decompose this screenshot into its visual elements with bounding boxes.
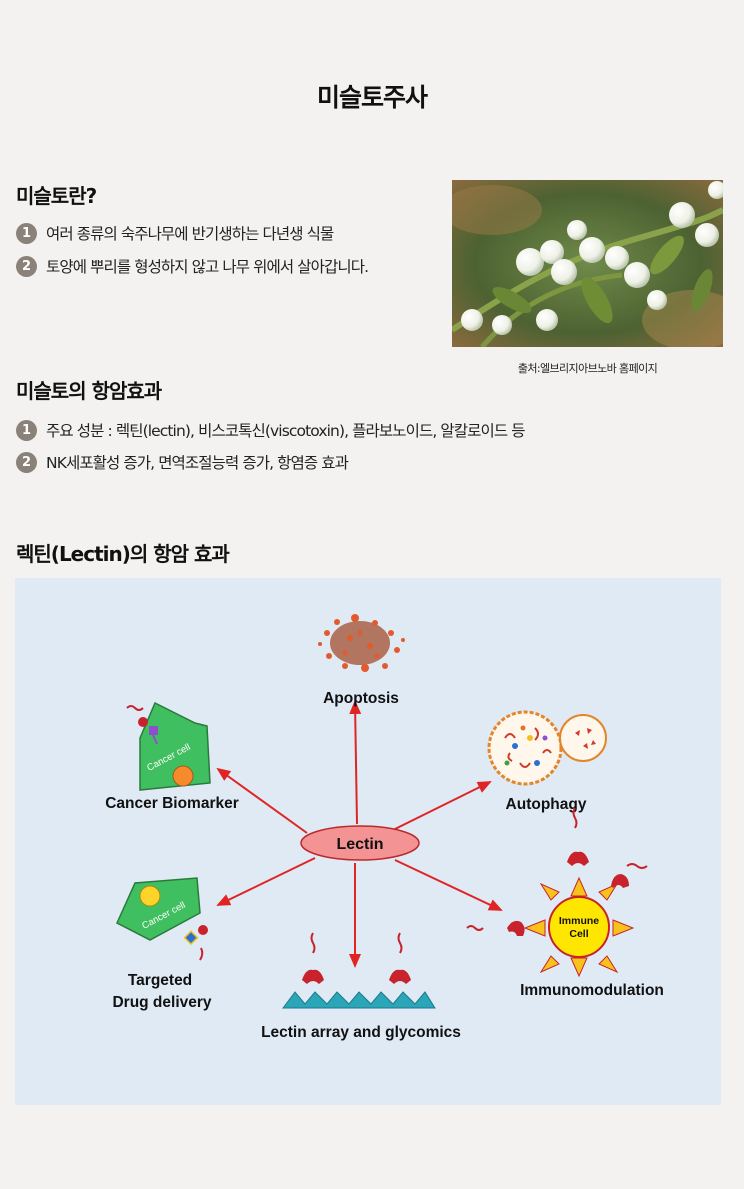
- list-item-text: NK세포활성 증가, 면역조절능력 증가, 항염증 효과: [46, 454, 349, 472]
- section-title-mistletoe: 미슬토란?: [16, 184, 97, 208]
- lectin-array-icon: [282, 932, 436, 1009]
- apoptosis-label: Apoptosis: [323, 690, 399, 707]
- section-title-lectin: 렉틴(Lectin)의 항암 효과: [16, 542, 230, 566]
- immunomodulation-label: Immunomodulation: [520, 982, 664, 999]
- targeted-label-line1: Targeted: [128, 972, 192, 989]
- mistletoe-photo: [452, 180, 723, 347]
- number-badge: 1: [16, 419, 37, 441]
- number-badge: 2: [16, 451, 37, 473]
- immune-cell-label-line2: Cell: [569, 928, 588, 940]
- lectin-center-label: Lectin: [336, 836, 383, 853]
- list-item: 2 토양에 뿌리를 형성하지 않고 나무 위에서 살아갑니다.: [16, 255, 369, 277]
- lectin-diagram: Lectin Apoptosis Cancer cell Cancer B: [15, 578, 721, 1105]
- list-item: 1 여러 종류의 숙주나무에 반기생하는 다년생 식물: [16, 222, 334, 244]
- lectin-center-node: [300, 825, 420, 861]
- section-title-anticancer: 미슬토의 항암효과: [16, 379, 162, 403]
- cancer-biomarker-label: Cancer Biomarker: [105, 795, 239, 812]
- apoptosis-icon: [318, 614, 405, 672]
- cancer-biomarker-icon: Cancer cell: [126, 701, 211, 791]
- number-badge: 2: [16, 255, 37, 277]
- immune-cell-label-line1: Immune: [559, 915, 599, 927]
- autophagy-icon: [487, 710, 607, 786]
- page-title: 미슬토주사: [316, 83, 428, 112]
- list-item: 2 NK세포활성 증가, 면역조절능력 증가, 항염증 효과: [16, 451, 349, 473]
- list-item-text: 주요 성분 : 렉틴(lectin), 비스코톡신(viscotoxin), 플…: [46, 422, 525, 440]
- immune-cell-icon: Immune Cell: [466, 807, 648, 978]
- list-item-text: 토양에 뿌리를 형성하지 않고 나무 위에서 살아갑니다.: [46, 258, 369, 276]
- number-badge: 1: [16, 222, 37, 244]
- photo-caption: 출처:엘브리지아브노바 홈페이지: [517, 362, 658, 375]
- lectin-array-label: Lectin array and glycomics: [261, 1024, 461, 1041]
- targeted-label-line2: Drug delivery: [112, 994, 211, 1011]
- list-item: 1 주요 성분 : 렉틴(lectin), 비스코톡신(viscotoxin),…: [16, 419, 525, 441]
- arrows: [216, 700, 503, 968]
- targeted-drug-delivery-icon: Cancer cell: [116, 877, 208, 961]
- list-item-text: 여러 종류의 숙주나무에 반기생하는 다년생 식물: [46, 225, 334, 243]
- autophagy-label: Autophagy: [506, 796, 587, 813]
